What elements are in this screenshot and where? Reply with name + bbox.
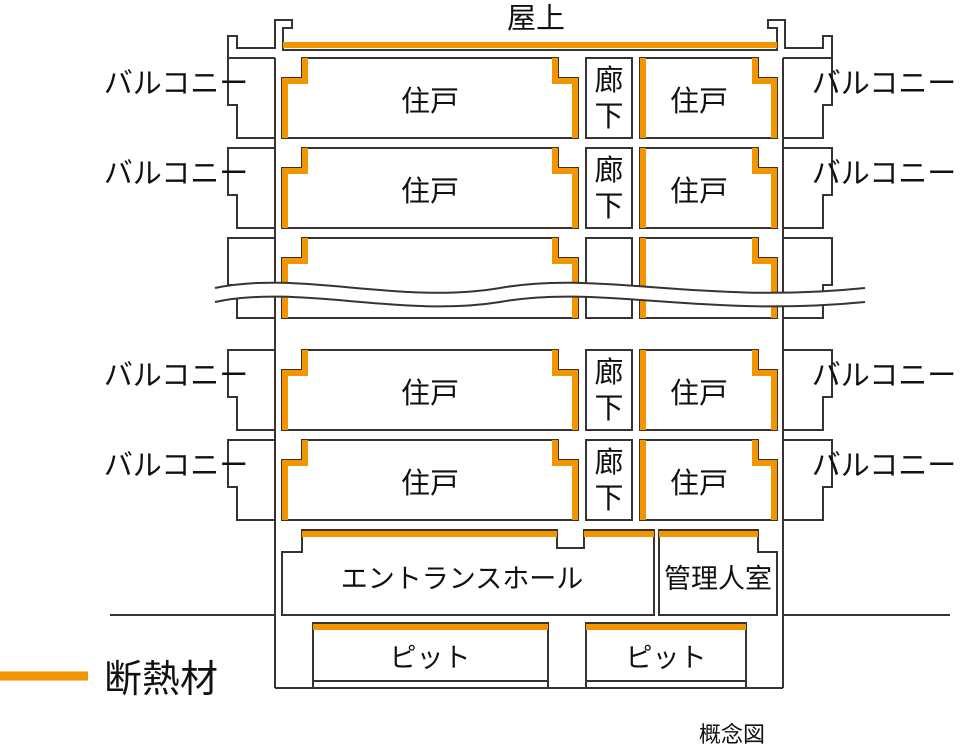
legend: 断熱材: [0, 657, 218, 701]
corridor-label: 廊: [594, 355, 623, 389]
corridor-label: 廊: [594, 63, 623, 97]
corridor: [585, 147, 633, 229]
unit-label-left: 住戸: [401, 174, 459, 208]
balcony-right: [783, 57, 833, 139]
ground-floor: エントランスホール 管理人室 ピット ピット: [110, 529, 950, 689]
floor: 住戸 住戸 廊下 バルコニー バルコニー: [104, 57, 956, 139]
entrance-hall: [281, 529, 655, 616]
caption: 概念図: [699, 723, 765, 747]
balcony-right: [783, 439, 833, 521]
balcony-left: [227, 147, 275, 229]
balcony-label-right: バルコニー: [812, 156, 956, 190]
balcony-label-right: バルコニー: [812, 358, 956, 392]
corridor-label: 廊: [594, 445, 623, 479]
management-room-label: 管理人室: [664, 564, 772, 595]
balcony-label-left: バルコニー: [104, 66, 248, 100]
balcony-left: [227, 349, 275, 431]
floor: 住戸 住戸 廊下 バルコニー バルコニー: [104, 147, 956, 229]
balcony-right: [783, 349, 833, 431]
balcony-label-left: バルコニー: [104, 448, 248, 482]
pit-label-right: ピット: [626, 643, 707, 674]
unit-label-right: 住戸: [670, 466, 728, 500]
unit-label-right: 住戸: [670, 84, 728, 118]
roof: 屋上: [227, 1, 833, 59]
balcony-label-left: バルコニー: [104, 156, 248, 190]
corridor: [585, 237, 633, 319]
management-room: [658, 529, 778, 616]
corridor: [585, 439, 633, 521]
roof-label: 屋上: [507, 1, 565, 35]
entrance-hall-label: エントランスホール: [341, 564, 583, 595]
balcony-right: [783, 147, 833, 229]
floor: 住戸 住戸 廊下 バルコニー バルコニー: [104, 439, 956, 521]
corridor-label: 下: [594, 481, 623, 515]
unit-label-left: 住戸: [401, 376, 459, 410]
corridor-label: 下: [594, 189, 623, 223]
unit-label-left: 住戸: [401, 84, 459, 118]
balcony-left: [227, 57, 275, 139]
balcony-label-right: バルコニー: [812, 66, 956, 100]
floors: 住戸住戸廊下バルコニーバルコニー住戸住戸廊下バルコニーバルコニー住戸住戸廊下バル…: [104, 57, 956, 521]
corridor: [585, 349, 633, 431]
corridor-label: 廊: [594, 153, 623, 187]
balcony-label-right: バルコニー: [812, 448, 956, 482]
legend-label: 断熱材: [104, 657, 218, 701]
floor: 住戸 住戸 廊下 バルコニー バルコニー: [104, 349, 956, 431]
unit-label-right: 住戸: [670, 376, 728, 410]
pit-right: [585, 622, 747, 682]
corridor: [585, 57, 633, 139]
corridor-label: 下: [594, 391, 623, 425]
unit-label-right: 住戸: [670, 174, 728, 208]
pit-label-left: ピット: [390, 643, 471, 674]
balcony-right: [783, 237, 833, 319]
pit-left: [312, 622, 549, 682]
corridor-label: 下: [594, 99, 623, 133]
balcony-label-left: バルコニー: [104, 358, 248, 392]
break-line: [214, 281, 866, 308]
unit-label-left: 住戸: [401, 466, 459, 500]
balcony-left: [227, 237, 275, 319]
balcony-left: [227, 439, 275, 521]
